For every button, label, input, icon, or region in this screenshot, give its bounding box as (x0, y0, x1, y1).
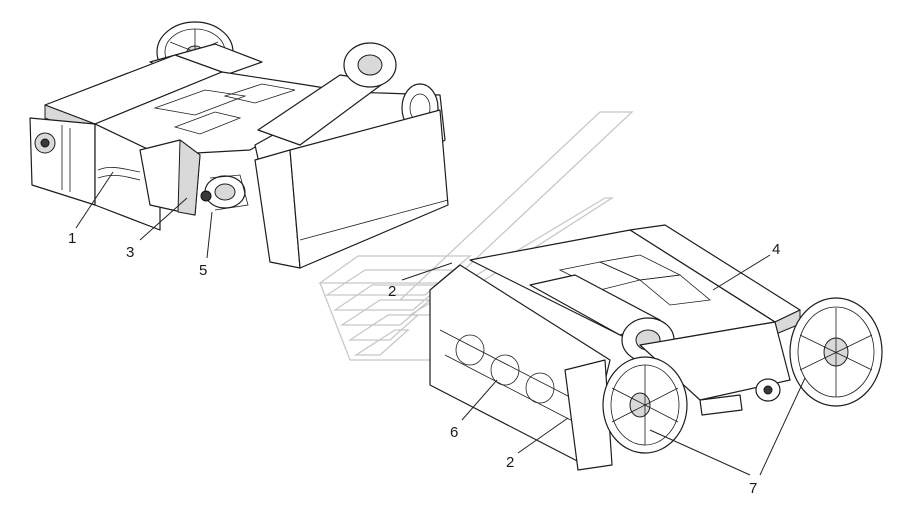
callout-7: 7 (749, 480, 757, 497)
callout-3: 3 (126, 244, 134, 261)
left-end-plate (29, 117, 96, 206)
right-front-wheel (602, 356, 688, 454)
right-unit (429, 224, 883, 471)
callout-6: 6 (450, 424, 458, 441)
callout-2-lower: 2 (506, 454, 514, 471)
callout-2-upper: 2 (388, 283, 396, 300)
gear-motor (200, 174, 249, 211)
left-unit (29, 21, 449, 269)
callout-4: 4 (772, 241, 780, 258)
right-rotor-drums (455, 334, 555, 404)
leader-lines (75, 171, 806, 476)
callout-5: 5 (199, 262, 207, 279)
right-drive-wheel (789, 297, 883, 407)
callout-1: 1 (68, 230, 76, 247)
hydraulic-hoses (97, 166, 141, 181)
